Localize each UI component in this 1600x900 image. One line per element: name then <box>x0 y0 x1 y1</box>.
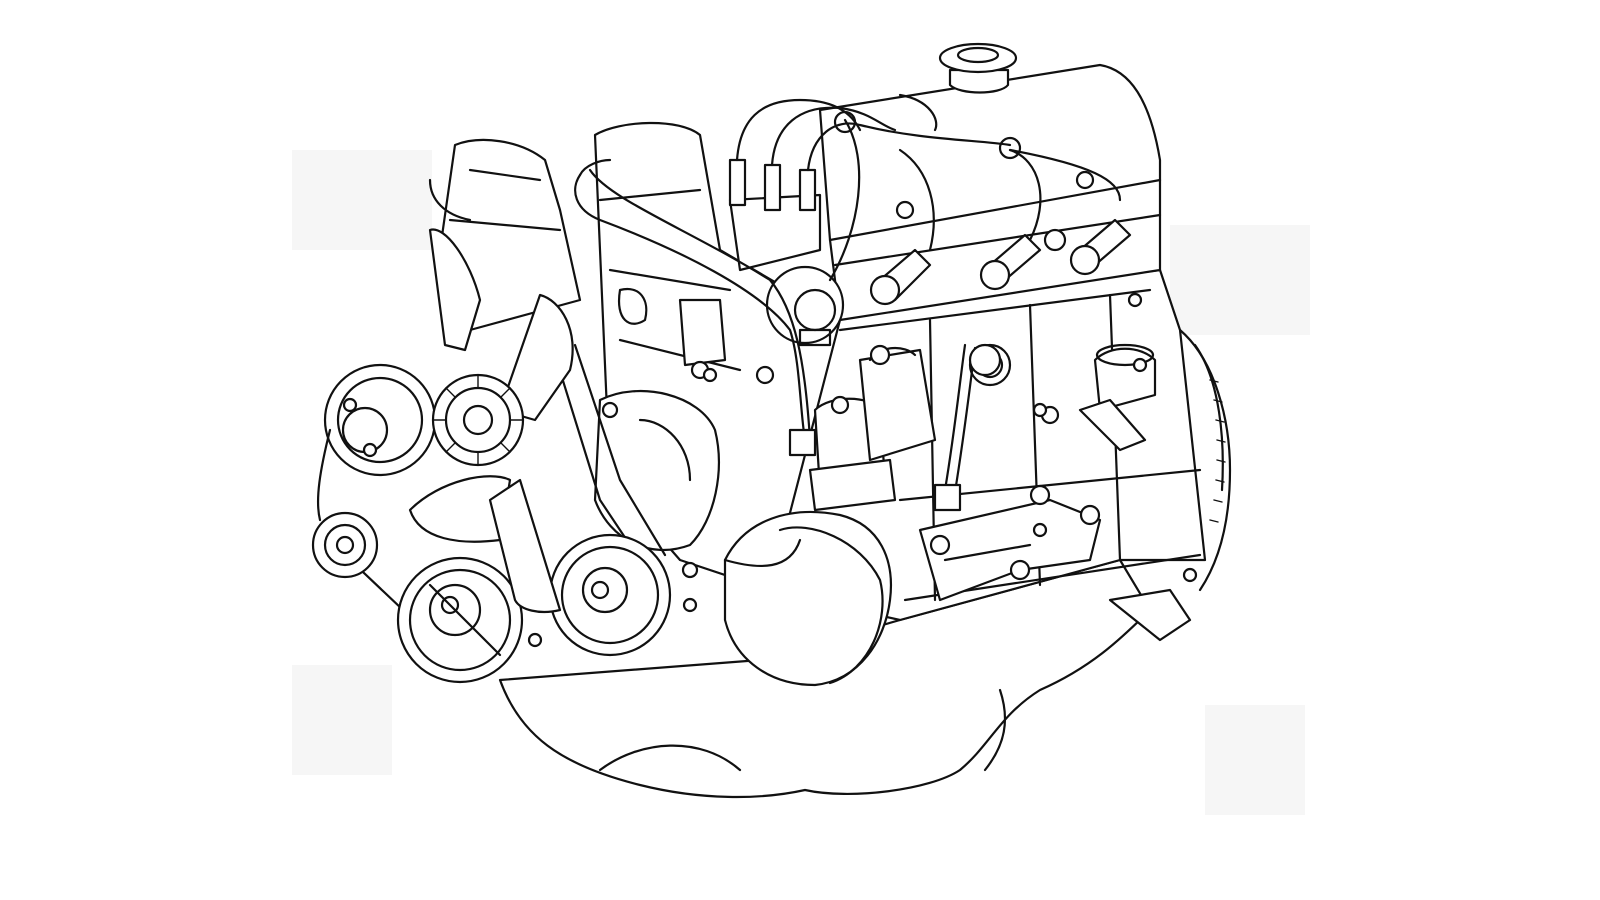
background-artifacts <box>292 150 1310 815</box>
crank-pulley-upper <box>323 363 437 477</box>
spark-plug-boots <box>869 218 1132 306</box>
crankshaft-pulley <box>396 556 524 684</box>
water-pump <box>593 389 720 579</box>
spark-plug-wires <box>735 98 1122 282</box>
dipstick <box>933 343 1002 512</box>
fuel-line <box>574 158 812 442</box>
alternator-pulley <box>311 511 379 579</box>
filter-housing <box>858 344 937 462</box>
cooling-fan <box>408 228 574 614</box>
oil-pressure-sender <box>1078 343 1157 452</box>
fuel-pump <box>788 395 897 512</box>
oil-filter <box>723 510 892 687</box>
oil-filler-cap <box>938 42 1018 94</box>
engine-mount-bracket <box>918 484 1102 602</box>
fastener-bolts <box>527 292 1198 648</box>
water-pump-pulley <box>548 533 672 657</box>
flywheel-housing <box>1178 328 1232 592</box>
